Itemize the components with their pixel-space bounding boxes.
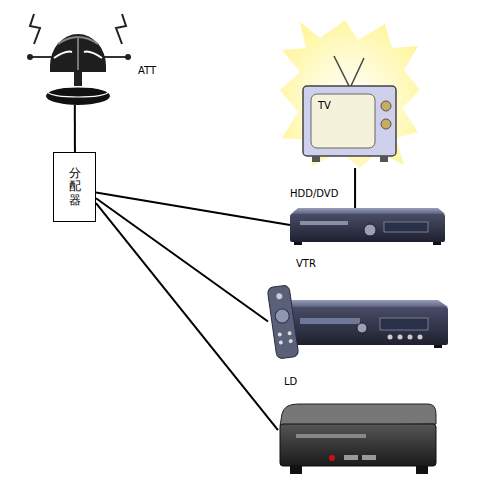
device-label: ATT	[138, 65, 156, 76]
ld-player: LD	[278, 400, 436, 477]
device-label: HDD/DVD	[290, 188, 338, 199]
tv: TV	[280, 20, 420, 168]
cable-line	[74, 105, 76, 152]
hdd-dvd-recorder	[290, 208, 445, 245]
vtr-deck: VTR	[268, 285, 448, 358]
device-label: TV	[318, 100, 331, 111]
antenna: ATT	[22, 8, 132, 105]
device-label: LD	[284, 376, 297, 387]
ld-player	[280, 404, 436, 474]
hdd-dvd-recorder: HDD/DVD	[290, 208, 445, 245]
vertical-label: 分配器	[69, 167, 81, 207]
cable-line	[96, 203, 278, 430]
device-label: VTR	[296, 258, 316, 269]
tv-illustration	[280, 20, 420, 168]
splitter-box: 分配器	[53, 152, 96, 222]
antenna-icon	[27, 14, 131, 105]
cable-line	[96, 198, 268, 321]
cable-line	[354, 168, 356, 208]
vtr-deck	[267, 285, 448, 359]
